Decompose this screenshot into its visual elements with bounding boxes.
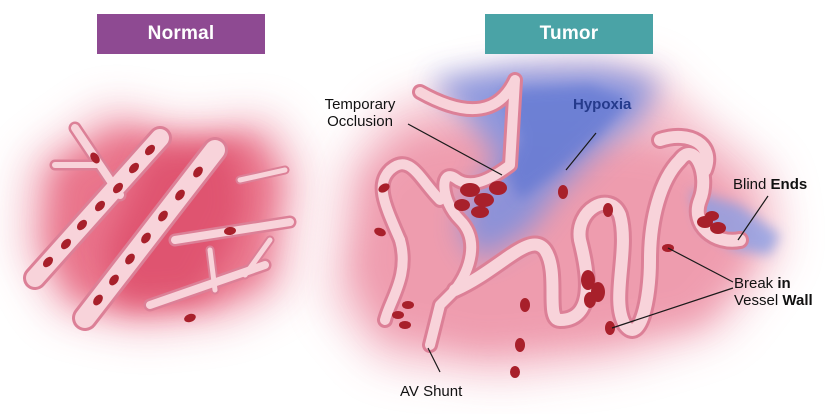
break-in-vessel-wall-label: Break in Vessel Wall bbox=[734, 275, 813, 309]
av-shunt-text: AV Shunt bbox=[400, 383, 462, 400]
break-line1-b: in bbox=[773, 275, 791, 292]
hypoxia-text: Hypoxia bbox=[573, 96, 631, 113]
temporary-occlusion-label: Temporary Occlusion bbox=[310, 96, 410, 130]
blind-ends-label: Blind Ends bbox=[733, 176, 807, 193]
tumor-header: Tumor bbox=[485, 14, 653, 54]
temporary-occlusion-line1: Temporary bbox=[310, 96, 410, 113]
normal-header: Normal bbox=[97, 14, 265, 54]
break-line2-a: Vessel bbox=[734, 292, 778, 309]
blind-ends-text-a: Blind bbox=[733, 176, 771, 193]
normal-header-label: Normal bbox=[148, 23, 215, 45]
break-line1-a: Break bbox=[734, 275, 773, 292]
tumor-header-label: Tumor bbox=[540, 23, 599, 45]
hypoxia-label: Hypoxia bbox=[573, 96, 631, 113]
break-in-line1: Break in bbox=[734, 275, 813, 292]
break-in-line2: Vessel Wall bbox=[734, 292, 813, 309]
temporary-occlusion-line2: Occlusion bbox=[310, 113, 410, 130]
av-shunt-label: AV Shunt bbox=[400, 383, 462, 400]
blind-ends-text-b: Ends bbox=[771, 176, 808, 193]
break-line2-b: Wall bbox=[778, 292, 812, 309]
